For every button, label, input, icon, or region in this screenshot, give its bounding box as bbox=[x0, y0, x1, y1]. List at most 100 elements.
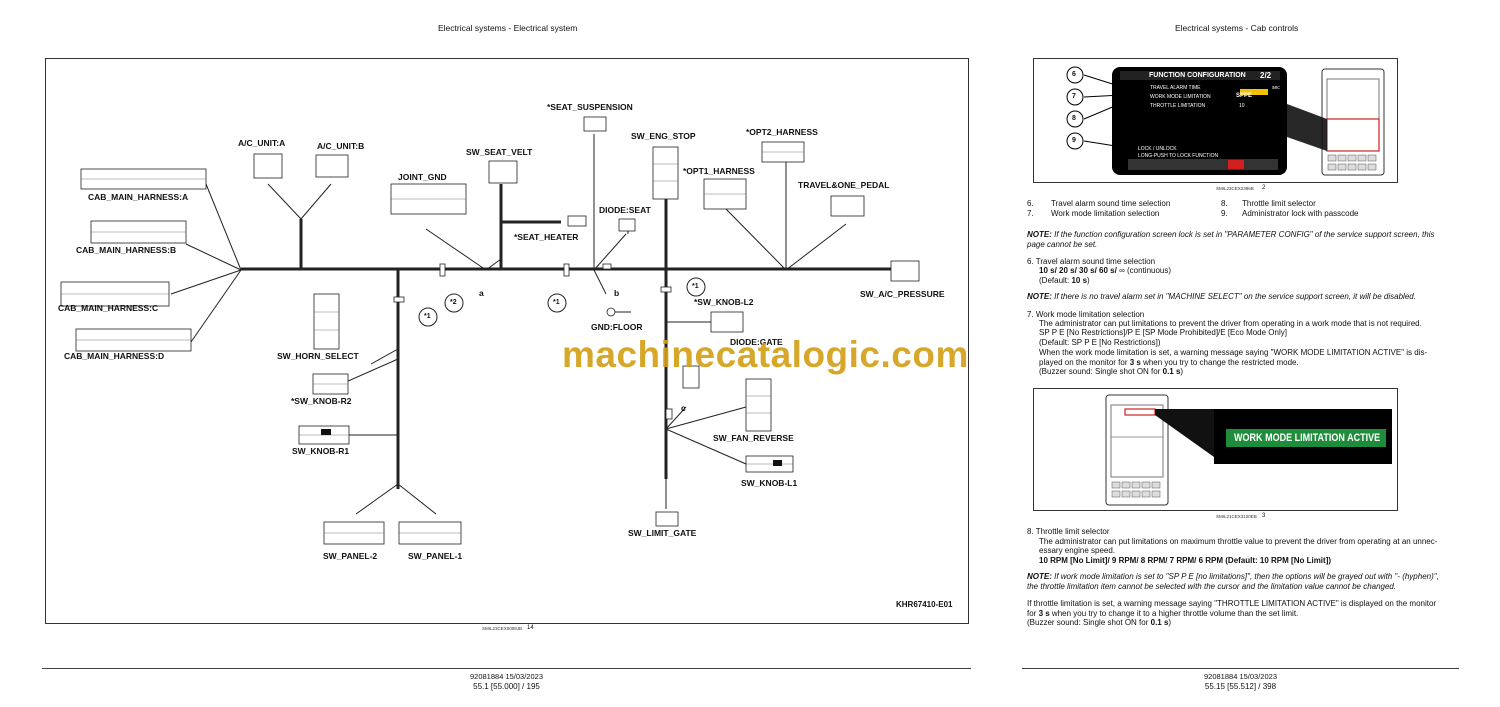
para-l3b: 0.1 s bbox=[1150, 618, 1169, 627]
legend-8-num: 8. bbox=[1221, 199, 1228, 208]
item-6-options: 10 s/ 20 s/ 30 s/ 60 s/ ∞ (continuous) bbox=[1039, 266, 1171, 276]
right-page-header: Electrical systems - Cab controls bbox=[1175, 23, 1299, 33]
label-sw-knob-r2: *SW_KNOB-R2 bbox=[291, 396, 352, 406]
fig2-ref: SMIL23CEX2386B bbox=[1216, 186, 1254, 191]
item-6-default-c: ) bbox=[1087, 276, 1090, 285]
figure-work-mode-limitation: WORK MODE LIMITATION ACTIVE bbox=[1033, 388, 1398, 511]
label-diode-seat: DIODE:SEAT bbox=[599, 205, 651, 215]
fc-row-label: TRAVEL ALARM TIME bbox=[1150, 85, 1201, 91]
label-sw-horn-select: SW_HORN_SELECT bbox=[277, 351, 359, 361]
warning-banner-text: WORK MODE LIMITATION ACTIVE bbox=[1234, 432, 1381, 444]
legend-7-num: 7. bbox=[1027, 209, 1034, 218]
note-3-text: If work mode limitation is set to "SP P … bbox=[1051, 572, 1439, 581]
fc-row-value: SPPE bbox=[1236, 93, 1253, 99]
note-2-label: NOTE: bbox=[1027, 292, 1052, 301]
legend-8-text: Throttle limit selector bbox=[1242, 199, 1316, 208]
fc-page: 2/2 bbox=[1260, 71, 1272, 80]
label-sw-panel-1: SW_PANEL-1 bbox=[408, 551, 463, 561]
item-7-line-4: When the work mode limitation is set, a … bbox=[1039, 348, 1428, 357]
wiring-diagram: *1 *2 *1 *1 a b c CAB_MAIN_HARNESS:A CAB… bbox=[45, 58, 969, 624]
para-line-1: If throttle limitation is set, a warning… bbox=[1027, 599, 1437, 608]
label-seat-heater: *SEAT_HEATER bbox=[514, 232, 579, 242]
item-7-l6a: (Buzzer sound: Single shot ON for bbox=[1039, 367, 1163, 376]
label-diode-gate: DIODE:GATE bbox=[730, 337, 783, 347]
marker-2: *2 bbox=[450, 299, 457, 306]
label-sw-knob-l1: SW_KNOB-L1 bbox=[741, 478, 798, 488]
label-sw-eng-stop: SW_ENG_STOP bbox=[631, 131, 696, 141]
right-footer-rule bbox=[1022, 668, 1459, 669]
para-l2a: for bbox=[1027, 609, 1039, 618]
item-7-l5c: when you try to change the restricted mo… bbox=[1140, 358, 1299, 367]
callout-9: 9 bbox=[1072, 137, 1076, 144]
legend-7-text: Work mode limitation selection bbox=[1051, 209, 1160, 218]
item-7-line-6: (Buzzer sound: Single shot ON for 0.1 s) bbox=[1039, 367, 1183, 377]
right-footer-doc: 92081884 15/03/2023 bbox=[1204, 672, 1277, 681]
item-8-heading: 8. Throttle limit selector bbox=[1027, 527, 1110, 536]
label-seat-suspension: *SEAT_SUSPENSION bbox=[547, 102, 633, 112]
label-cab-main-c: CAB_MAIN_HARNESS:C bbox=[58, 303, 159, 313]
item-7-line-1: The administrator can put limitations to… bbox=[1039, 319, 1422, 328]
item-7-l5a: played on the monitor for bbox=[1039, 358, 1130, 367]
label-sw-panel-2: SW_PANEL-2 bbox=[323, 551, 378, 561]
figure-function-configuration: FUNCTION CONFIGURATION 2/2 TRAVEL ALARM … bbox=[1033, 58, 1398, 183]
left-figure-ref: SMIL23CEX0008JB bbox=[482, 626, 523, 631]
callout-7: 7 bbox=[1072, 93, 1076, 100]
note-1-text: If the function configuration screen loc… bbox=[1051, 230, 1435, 239]
left-page-header: Electrical systems - Electrical system bbox=[438, 23, 578, 33]
fig3-num: 3 bbox=[1262, 513, 1266, 519]
marker-1c: *1 bbox=[692, 283, 699, 290]
item-7-l6b: 0.1 s bbox=[1162, 367, 1181, 376]
item-8-line-2: essary engine speed. bbox=[1039, 546, 1116, 555]
label-travel-one-pedal: TRAVEL&ONE_PEDAL bbox=[798, 180, 890, 190]
para-l3a: (Buzzer sound: Single shot ON for bbox=[1027, 618, 1151, 627]
knob-r1-black-pin bbox=[321, 429, 331, 435]
marker-b: b bbox=[614, 288, 620, 298]
item-7-line-5: played on the monitor for 3 s when you t… bbox=[1039, 358, 1299, 368]
label-opt2-harness: *OPT2_HARNESS bbox=[746, 127, 818, 137]
right-footer-page: 55.15 [55.512] / 398 bbox=[1204, 682, 1277, 691]
wiring-diagram-lines bbox=[60, 116, 920, 545]
label-sw-fan-reverse: SW_FAN_REVERSE bbox=[713, 433, 794, 443]
item-6-options-values: 10 s/ 20 s/ 30 s/ 60 s/ bbox=[1039, 266, 1117, 275]
watermark: machinecatalogic.com bbox=[562, 334, 969, 375]
callout-8: 8 bbox=[1072, 115, 1076, 122]
monitor-warning-graphic bbox=[1105, 394, 1392, 506]
label-gnd-floor: GND:FLOOR bbox=[591, 322, 643, 332]
marker-a: a bbox=[479, 288, 484, 298]
note-3-line-2: the throttle limitation item cannot be s… bbox=[1027, 582, 1397, 591]
left-figure-num: 14 bbox=[527, 625, 534, 631]
fc-row-label: WORK MODE LIMITATION bbox=[1150, 94, 1211, 100]
label-ac-unit-b: A/C_UNIT:B bbox=[317, 141, 365, 151]
fc-lock-label: LOCK / UNLOCK bbox=[1138, 146, 1177, 152]
fc-lock-hint: LONG-PUSH TO LOCK FUNCTION bbox=[1138, 153, 1219, 159]
label-sw-knob-r1: SW_KNOB-R1 bbox=[292, 446, 350, 456]
fc-title: FUNCTION CONFIGURATION bbox=[1149, 72, 1246, 79]
legend-9-num: 9. bbox=[1221, 209, 1228, 218]
item-6-default-b: 10 s bbox=[1071, 276, 1088, 285]
item-7-l6c: ) bbox=[1180, 367, 1184, 376]
left-footer-page: 55.1 [55.000] / 195 bbox=[473, 682, 540, 691]
label-cab-main-d: CAB_MAIN_HARNESS:D bbox=[64, 351, 165, 361]
left-footer-doc: 92081884 15/03/2023 bbox=[470, 672, 543, 681]
note-3-line-1: NOTE: If work mode limitation is set to … bbox=[1027, 572, 1439, 582]
fc-row-unit: sec bbox=[1272, 85, 1280, 91]
label-sw-knob-l2: *SW_KNOB-L2 bbox=[694, 297, 754, 307]
note-1-line-2: page cannot be set. bbox=[1027, 240, 1098, 249]
callout-6: 6 bbox=[1072, 71, 1076, 78]
fig3-ref: SMIL21CEX3120EB bbox=[1216, 514, 1257, 519]
item-8-line-3: 10 RPM [No Limit]/ 9 RPM/ 8 RPM/ 7 RPM/ … bbox=[1039, 556, 1332, 565]
legend-6-num: 6. bbox=[1027, 199, 1034, 208]
item-7-line-3: (Default: SP P E [No Restrictions]) bbox=[1039, 338, 1161, 347]
label-cab-main-b: CAB_MAIN_HARNESS:B bbox=[76, 245, 177, 255]
note-1-line-1: NOTE: If the function configuration scre… bbox=[1027, 230, 1434, 240]
fig2-num: 2 bbox=[1262, 185, 1266, 191]
label-ac-unit-a: A/C_UNIT:A bbox=[238, 138, 286, 148]
label-opt1-harness: *OPT1_HARNESS bbox=[683, 166, 755, 176]
marker-1a: *1 bbox=[424, 313, 431, 320]
legend-9-text: Administrator lock with passcode bbox=[1242, 209, 1359, 218]
item-6-default: (Default: 10 s) bbox=[1039, 276, 1090, 286]
item-6-options-tail: ∞ (continuous) bbox=[1119, 266, 1172, 275]
item-7-line-2: SP P E [No Restrictions]/P E [SP Mode Pr… bbox=[1039, 328, 1287, 337]
knob-l1-black-pin bbox=[773, 460, 782, 466]
para-l2b: 3 s bbox=[1038, 609, 1050, 618]
